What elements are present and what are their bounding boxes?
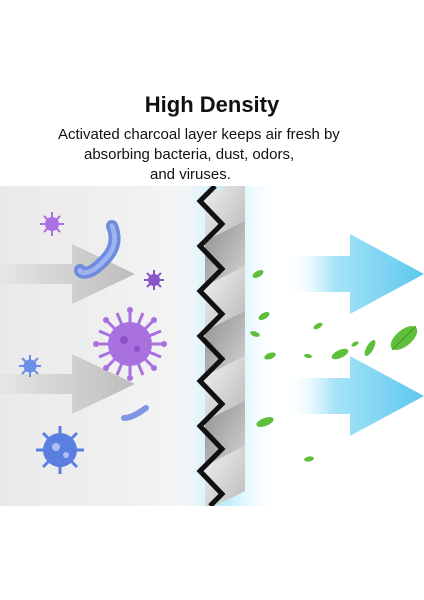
description-line-2: absorbing bacteria, dust, odors, bbox=[84, 146, 295, 163]
bacteria-icon bbox=[121, 405, 149, 421]
leaf-icon bbox=[351, 341, 359, 347]
filtration-illustration bbox=[0, 186, 424, 506]
charcoal-filter bbox=[196, 186, 245, 506]
leaf-icon bbox=[264, 352, 276, 360]
virus-icon bbox=[144, 270, 164, 290]
leaf-icon bbox=[313, 322, 323, 330]
leaf-icon bbox=[252, 270, 264, 278]
leaf-icon bbox=[258, 312, 270, 320]
headline: High Density bbox=[144, 92, 280, 117]
description-line-1: Activated charcoal layer keeps air fresh… bbox=[58, 126, 340, 143]
dirty-air-arrow bbox=[0, 354, 135, 414]
leaf-icon bbox=[331, 348, 349, 360]
clean-air-arrow bbox=[285, 234, 424, 314]
description-line-3: and viruses. bbox=[150, 166, 231, 183]
virus-icon bbox=[19, 355, 41, 377]
virus-icon bbox=[40, 212, 64, 236]
virus-icon bbox=[36, 426, 84, 474]
clean-air-arrow bbox=[285, 356, 424, 436]
virus-icon bbox=[93, 307, 167, 381]
bacteria-icon bbox=[74, 220, 121, 279]
leaf-icon bbox=[364, 340, 376, 356]
leaf-icon bbox=[256, 417, 274, 427]
leaf-icon bbox=[250, 331, 260, 337]
leaf-icon bbox=[304, 353, 312, 359]
leaf-icon bbox=[304, 456, 314, 462]
